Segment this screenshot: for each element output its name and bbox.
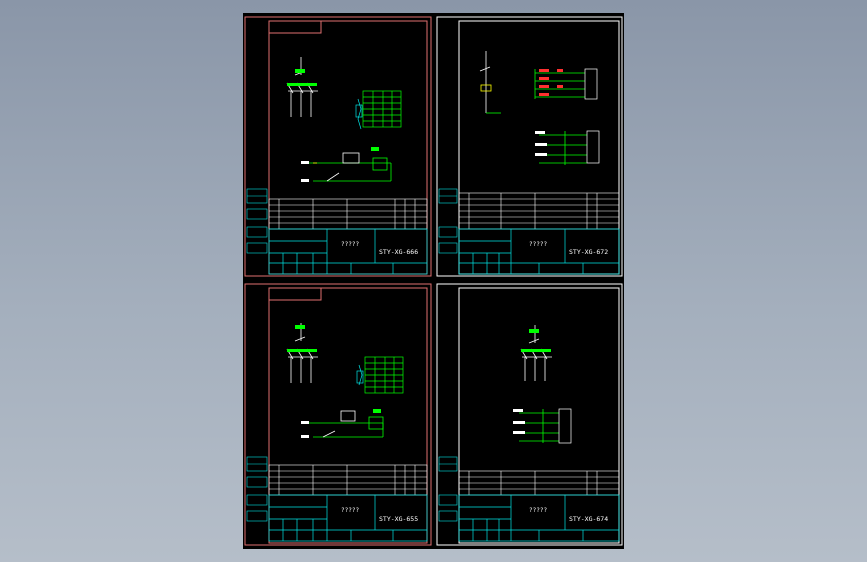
drawing-number: STY-XG-672 (569, 248, 608, 256)
left-margin-labels (246, 456, 268, 522)
switch-schematic (479, 51, 501, 114)
left-margin-labels (246, 188, 268, 254)
sheet-outer-border (436, 283, 623, 546)
drawing-title: ????? (341, 241, 359, 248)
circuit-labels (301, 409, 381, 438)
switch-labels (287, 325, 317, 352)
terminal-table (356, 356, 404, 394)
title-block (458, 494, 620, 542)
drawing-number: STY-XG-655 (379, 515, 418, 523)
left-margin-labels (438, 188, 458, 254)
parts-list (458, 470, 620, 496)
sheet-outer-border (244, 16, 432, 277)
switch-schematic (286, 57, 318, 117)
indicator-lamps (534, 68, 598, 100)
title-block (268, 494, 428, 542)
relay-block (513, 408, 572, 444)
control-circuit (309, 152, 392, 182)
drawing-number: STY-XG-666 (379, 248, 418, 256)
sheet-inner-border (458, 287, 620, 544)
drawing-title: ????? (341, 507, 359, 514)
title-block (458, 228, 620, 275)
switch-labels (521, 329, 551, 352)
drawing-sheets: ????? STY-XG-666 (244, 16, 623, 546)
switch-labels (287, 69, 317, 86)
switch-schematic (286, 323, 318, 383)
terminal-table (355, 90, 402, 130)
parts-list (458, 192, 620, 230)
sheet-bottom-left: ????? STY-XG-655 (244, 283, 432, 546)
sheet-outer-border (244, 283, 432, 546)
sheet-top-right: ????? STY-XG-672 (436, 16, 623, 277)
left-margin-labels (438, 456, 458, 522)
switch-schematic (520, 325, 552, 381)
drawing-code-box (268, 20, 322, 34)
parts-list (268, 464, 428, 496)
title-block (268, 228, 428, 275)
relay-block (535, 130, 600, 165)
drawing-number: STY-XG-674 (569, 515, 608, 523)
drawing-code-box (268, 287, 322, 301)
sheet-inner-border (268, 20, 428, 275)
sheet-top-left: ????? STY-XG-666 (244, 16, 432, 277)
circuit-labels (301, 147, 379, 182)
drawing-title: ????? (529, 507, 547, 514)
parts-list (268, 198, 428, 230)
sheet-outer-border (436, 16, 623, 277)
sheet-bottom-right: ????? STY-XG-674 (436, 283, 623, 546)
sheet-inner-border (268, 287, 428, 544)
control-circuit (309, 410, 384, 438)
sheet-inner-border (458, 20, 620, 275)
cad-model-viewport[interactable]: ????? STY-XG-666 (243, 13, 624, 549)
drawing-title: ????? (529, 241, 547, 248)
